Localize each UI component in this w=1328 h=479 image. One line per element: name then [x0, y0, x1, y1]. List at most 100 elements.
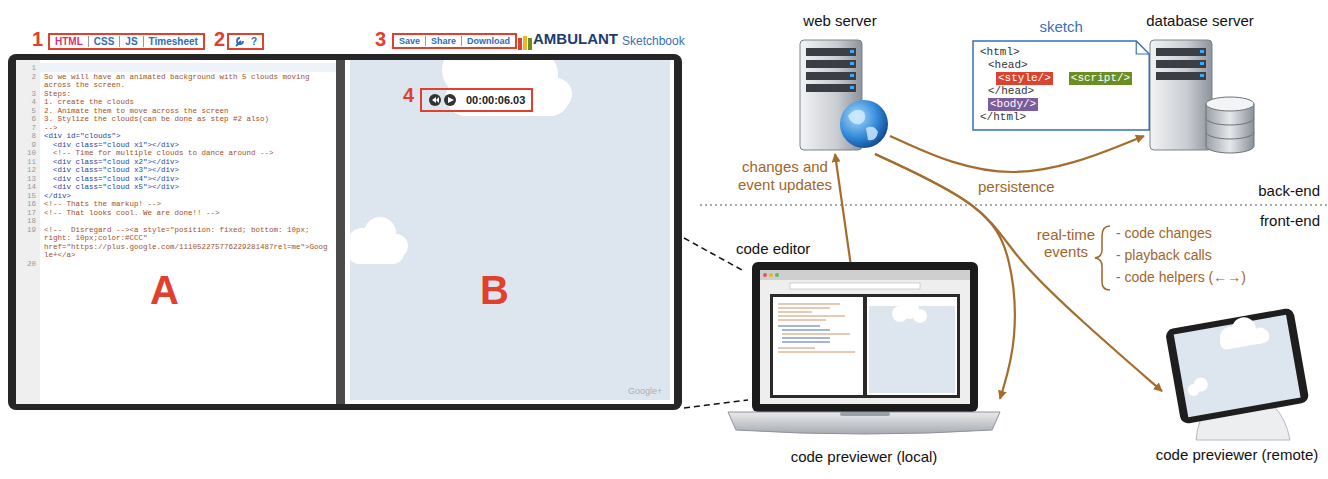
code-line: So we will have an animated background w…: [44, 73, 330, 90]
code-line: Steps:: [44, 90, 330, 99]
node-caption: web server: [803, 12, 876, 29]
code-line: <!-- Disregard --><a style="position: fi…: [44, 226, 330, 260]
code-line: 1. create the clouds: [44, 98, 330, 107]
line-number: 17: [16, 209, 36, 218]
playback-icons: [428, 93, 458, 107]
menu-item: Save: [399, 36, 420, 46]
code-line: <div class="cloud x1"></div>: [44, 141, 330, 150]
code-line: </head>: [988, 85, 1132, 98]
tier-label: front-end: [1260, 212, 1320, 229]
line-number: 6: [16, 115, 36, 124]
node-caption: database server: [1146, 12, 1254, 29]
player-controls: 00:00:06.03: [420, 88, 533, 112]
logo-text: Sketchbook: [622, 34, 685, 48]
code-line: </div>: [44, 192, 330, 201]
code-line: </html>: [980, 111, 1132, 124]
code-line: <script/>: [1069, 72, 1132, 85]
menu-item: Share: [425, 36, 456, 46]
menu-item: ?: [251, 36, 257, 47]
menu-item: Timesheet: [143, 36, 198, 47]
code-line: <div class="cloud x3"></div>: [44, 166, 330, 175]
code-line: <body/>: [988, 98, 1038, 111]
web-server-icon: [800, 40, 888, 150]
node-caption: code editor: [736, 240, 810, 257]
code-line: 3. Stylize the clouds(can be done as ste…: [44, 115, 330, 124]
edge-label: changes and event updates: [735, 158, 835, 194]
line-number: 11: [16, 158, 36, 167]
code-previewer-local: code editorcode previewer (local): [728, 262, 1000, 442]
code-line: <!-- That looks cool. We are done!! -->: [44, 209, 330, 218]
code-line: 2. Animate them to move across the scree…: [44, 107, 330, 116]
code-line: <head>: [988, 59, 1132, 72]
line-number: 7: [16, 124, 36, 133]
line-number: 10: [16, 149, 36, 158]
code-line: <div class="cloud x2"></div>: [44, 158, 330, 167]
line-number: 5: [16, 107, 36, 116]
code-line: <style/>: [996, 72, 1053, 85]
laptop-illustration: [728, 262, 1000, 434]
line-number: 3: [16, 90, 36, 99]
line-number: 16: [16, 200, 36, 209]
code-line: <div class="cloud x5"></div>: [44, 183, 330, 192]
line-number: 15: [16, 192, 36, 201]
menu-item: Download: [461, 36, 510, 46]
node-caption: code previewer (local): [791, 448, 938, 465]
line-number: 4: [16, 98, 36, 107]
line-number: 1: [16, 64, 36, 73]
database-server: database server: [1144, 34, 1256, 154]
file-menu: Save Share Download: [392, 33, 517, 49]
help-group: ?: [227, 33, 264, 50]
line-number: 19: [16, 226, 36, 235]
event-item: - code helpers (←→): [1116, 269, 1246, 285]
event-item: - playback calls: [1116, 247, 1212, 263]
callout-number: 1: [32, 28, 43, 51]
edge-label: persistence: [978, 178, 1055, 196]
callout-number: 3: [375, 28, 386, 51]
code-line: sketch: [1039, 20, 1082, 33]
line-number: 9: [16, 141, 36, 150]
tier-divider: [700, 205, 1328, 206]
line-number: 8: [16, 132, 36, 141]
connector-arrow: [890, 136, 1144, 172]
tier-label: back-end: [1258, 182, 1320, 199]
panel-letter: B: [480, 268, 509, 313]
line-number: 2: [16, 73, 36, 82]
panel-letter: A: [150, 268, 179, 313]
event-item: - code changes: [1116, 225, 1212, 241]
line-number: 12: [16, 166, 36, 175]
callout-number: 4: [403, 84, 414, 107]
line-number: 14: [16, 183, 36, 192]
line-number: 13: [16, 175, 36, 184]
connector-arrow: [835, 154, 850, 262]
event-heading: real-time events: [1030, 226, 1102, 260]
brace: [1095, 226, 1110, 290]
line-number: 20: [16, 260, 36, 269]
code-line: <!-- Time for multiple clouds to dance a…: [44, 149, 330, 158]
tablet-illustration: [1165, 307, 1310, 440]
menu-item: HTML: [55, 36, 83, 47]
wrench-icon: [234, 36, 245, 47]
code-line: -->: [44, 124, 330, 133]
node-caption: code previewer (remote): [1156, 446, 1319, 463]
code-line: <html>: [980, 46, 1132, 59]
database-server-icon: [1150, 40, 1254, 153]
web-server: web server: [790, 34, 890, 154]
menu-item: CSS: [88, 36, 115, 47]
code-line: <div id="clouds">: [44, 132, 330, 141]
line-number: 18: [16, 217, 36, 226]
code-line: <div class="cloud x4"></div>: [44, 175, 330, 184]
zoom-lines: [684, 238, 748, 408]
watermark: Google+: [628, 386, 662, 396]
code-line: <!-- Thats the markup! -->: [44, 200, 330, 209]
logo-icon: [518, 36, 532, 50]
code-previewer-remote: code previewer (remote): [1162, 318, 1312, 440]
cloud-illustration: [350, 60, 572, 264]
callout-number: 2: [214, 28, 225, 51]
menu-item: JS: [119, 36, 137, 47]
logo-text: AMBULANT: [533, 30, 618, 47]
tab-group: HTML CSS JS Timesheet: [48, 33, 205, 50]
menu-item: 00:00:06.03: [466, 94, 525, 106]
sketch-document: sketch<html><head><style/><script/></hea…: [972, 40, 1150, 131]
notebook-frame: [8, 54, 682, 410]
